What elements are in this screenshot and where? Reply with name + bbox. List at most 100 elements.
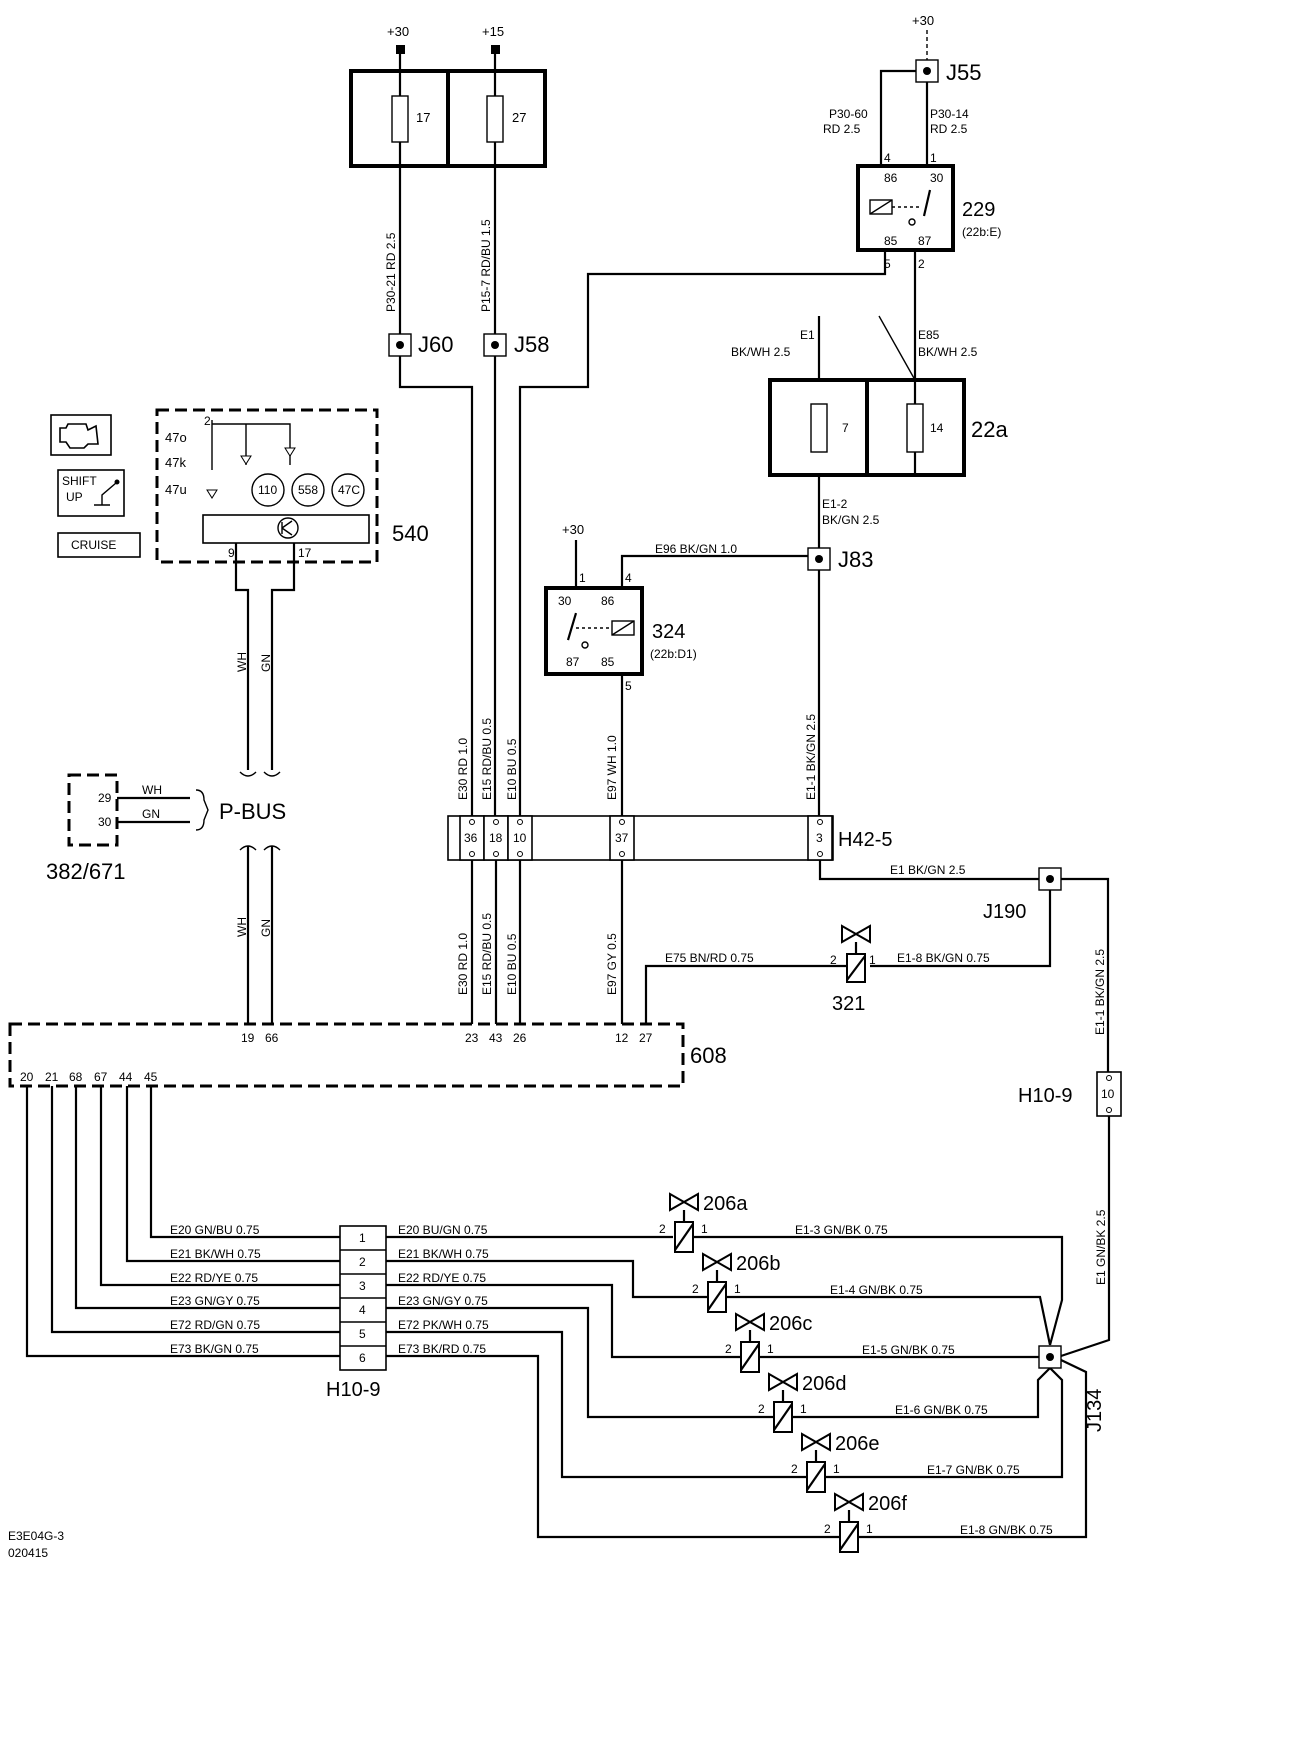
svg-text:558: 558: [298, 483, 318, 497]
svg-text:206e: 206e: [835, 1433, 880, 1455]
cruise-indicator: CRUISE: [57, 532, 141, 558]
wire-label-e21-left: E21 BK/WH 0.75: [170, 1247, 261, 1261]
svg-text:110: 110: [258, 483, 277, 497]
svg-text:(22b:E): (22b:E): [962, 225, 1001, 239]
wire-label-p15-7: P15-7 RD/BU 1.5: [479, 219, 493, 312]
supply-30-j55: +30: [912, 13, 934, 28]
wire-label-e97-top: E97 WH 1.0: [605, 735, 619, 800]
svg-text:206a: 206a: [703, 1193, 748, 1215]
junction-j83: J83: [807, 547, 873, 572]
svg-text:3: 3: [816, 831, 823, 845]
svg-text:J58: J58: [514, 332, 549, 357]
svg-text:+30: +30: [387, 24, 409, 39]
svg-text:22a: 22a: [971, 417, 1008, 442]
junction-j134: J134: [1038, 1345, 1106, 1432]
svg-text:206d: 206d: [802, 1373, 847, 1395]
svg-text:J83: J83: [838, 547, 873, 572]
svg-text:4: 4: [625, 571, 632, 585]
svg-text:36: 36: [464, 831, 478, 845]
svg-text:H42-5: H42-5: [838, 829, 892, 851]
svg-text:608: 608: [690, 1043, 727, 1068]
connector-h10-9: 1 2 3 4 5 6 H10-9: [326, 1225, 387, 1401]
svg-text:23: 23: [465, 1031, 479, 1045]
svg-text:5: 5: [359, 1327, 366, 1341]
svg-text:206b: 206b: [736, 1253, 781, 1275]
wire-label-e75: E75 BN/RD 0.75: [665, 951, 754, 965]
svg-text:21: 21: [45, 1070, 59, 1084]
svg-text:10: 10: [513, 831, 527, 845]
svg-text:9: 9: [228, 546, 235, 560]
svg-text:2: 2: [824, 1522, 831, 1536]
wire-label-e1-3: E1-3 GN/BK 0.75: [795, 1223, 888, 1237]
svg-text:2: 2: [791, 1462, 798, 1476]
svg-text:47u: 47u: [165, 482, 187, 497]
svg-text:12: 12: [615, 1031, 629, 1045]
wire-label-e15-bot: E15 RD/BU 0.5: [480, 913, 494, 995]
relay-324: 1 4 30 86 87 85 324 (22b:D1) 5: [544, 571, 697, 693]
svg-text:85: 85: [884, 234, 898, 248]
diagram-date: 020415: [8, 1546, 48, 1560]
svg-text:5: 5: [884, 257, 891, 271]
shift-up-indicator: SHIFT UP: [57, 469, 125, 517]
junction-j55: J55: [915, 59, 981, 85]
svg-text:1: 1: [701, 1222, 708, 1236]
wire-label-e20-right: E20 BU/GN 0.75: [398, 1223, 488, 1237]
svg-text:30: 30: [558, 594, 572, 608]
wire-label-e1-bkgn: E1 BK/GN 2.5: [890, 863, 966, 877]
svg-text:SHIFT: SHIFT: [62, 474, 97, 488]
svg-text:J190: J190: [983, 901, 1026, 923]
svg-text:2: 2: [725, 1342, 732, 1356]
svg-text:J134: J134: [1084, 1389, 1106, 1432]
svg-text:17: 17: [298, 546, 312, 560]
junction-j60: J60: [388, 332, 453, 357]
svg-text:67: 67: [94, 1070, 108, 1084]
svg-text:85: 85: [601, 655, 615, 669]
svg-text:206c: 206c: [769, 1313, 812, 1335]
svg-text:2: 2: [692, 1282, 699, 1296]
svg-text:18: 18: [489, 831, 503, 845]
svg-text:2: 2: [758, 1402, 765, 1416]
svg-text:30: 30: [930, 171, 944, 185]
svg-text:30: 30: [98, 815, 112, 829]
wire-label-e22-right: E22 RD/YE 0.75: [398, 1271, 486, 1285]
wire-label-e1-4: E1-4 GN/BK 0.75: [830, 1283, 923, 1297]
unit-382-671: 29 30 WH GN P-BUS 382/671: [46, 773, 286, 884]
svg-text:540: 540: [392, 521, 429, 546]
relay-229: 4 1 86 30 85 87 229 (22b:E) 5 2: [856, 151, 1001, 271]
connector-h10-9-right: 10 H10-9: [1018, 1071, 1122, 1117]
fuse-box-top: 17 27: [349, 54, 547, 334]
svg-text:H10-9: H10-9: [326, 1379, 380, 1401]
svg-text:5: 5: [625, 679, 632, 693]
svg-text:2: 2: [204, 414, 211, 428]
wire-label-wh-lower: WH: [235, 917, 249, 937]
svg-text:1: 1: [930, 151, 937, 165]
wire-label-e1-1-top: E1-1 BK/GN 2.5: [804, 714, 818, 800]
svg-text:1: 1: [800, 1402, 807, 1416]
svg-text:1: 1: [734, 1282, 741, 1296]
diagram-code: E3E04G-3: [8, 1529, 64, 1543]
wire-label-e96: E96 BK/GN 1.0: [655, 542, 737, 556]
svg-text:324: 324: [652, 621, 685, 643]
wire-label-e85: E85: [918, 328, 940, 342]
svg-text:20: 20: [20, 1070, 34, 1084]
wire-label-e22-left: E22 RD/YE 0.75: [170, 1271, 258, 1285]
svg-text:43: 43: [489, 1031, 503, 1045]
svg-text:UP: UP: [66, 490, 83, 504]
svg-text:29: 29: [98, 791, 112, 805]
wire-label-rd-25a: RD 2.5: [823, 122, 861, 136]
svg-text:47C: 47C: [338, 483, 360, 497]
wire-label-e1-gnbk: E1 GN/BK 2.5: [1094, 1209, 1108, 1285]
wire-label-wh-upper: WH: [235, 652, 249, 672]
wire-label-e20-left: E20 GN/BU 0.75: [170, 1223, 260, 1237]
valve-206b: 2 1 206b: [692, 1252, 781, 1313]
svg-text:J60: J60: [418, 332, 453, 357]
wire-label-e97-bot: E97 GY 0.5: [605, 933, 619, 995]
wire-label-e72-right: E72 PK/WH 0.75: [398, 1318, 489, 1332]
svg-text:229: 229: [962, 199, 995, 221]
svg-text:10: 10: [1101, 1087, 1115, 1101]
svg-text:47k: 47k: [165, 455, 186, 470]
wiring-diagram: +30 +15 17 27 P30-21 RD 2.5 P15-7 RD/BU …: [8, 13, 1122, 1560]
svg-text:86: 86: [601, 594, 615, 608]
wire-label-e10-bot: E10 BU 0.5: [505, 933, 519, 995]
wire-label-p30-21: P30-21 RD 2.5: [384, 232, 398, 312]
